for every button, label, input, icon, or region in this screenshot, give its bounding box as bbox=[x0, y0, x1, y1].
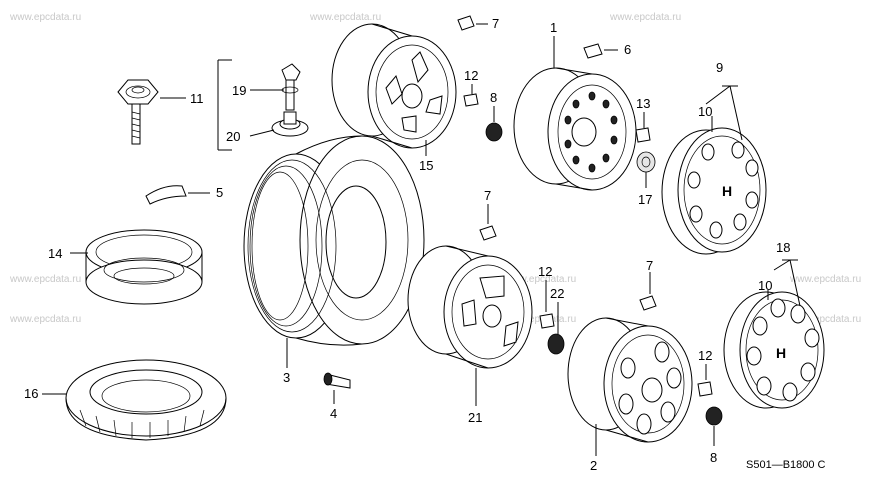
watermark-text: www.epcdata.ru bbox=[789, 314, 861, 325]
callout-7b: 7 bbox=[484, 188, 491, 203]
callout-8b: 8 bbox=[710, 450, 717, 465]
callout-21: 21 bbox=[468, 410, 482, 425]
wheel-nut-part bbox=[117, 79, 186, 145]
alloy-wheel-15-part bbox=[331, 23, 457, 156]
center-cap-8a-part bbox=[485, 106, 503, 142]
callout-7c: 7 bbox=[646, 258, 653, 273]
valve-part bbox=[323, 372, 351, 404]
callout-10b: 10 bbox=[758, 278, 772, 293]
watermark-text: www.epcdata.ru bbox=[309, 12, 381, 23]
spare-tire-part bbox=[42, 359, 227, 441]
nut-13-part bbox=[635, 112, 651, 143]
clip-7c-part bbox=[639, 272, 657, 311]
nut-12c-part bbox=[697, 364, 713, 397]
watermark-text: www.epcdata.ru bbox=[9, 274, 81, 285]
valve-assembly-part bbox=[217, 59, 309, 151]
center-cap-17-part bbox=[636, 151, 656, 188]
callout-4: 4 bbox=[330, 406, 337, 421]
wheel-cover-18-part: H bbox=[723, 259, 825, 409]
callout-14: 14 bbox=[48, 246, 62, 261]
callout-12c: 12 bbox=[698, 348, 712, 363]
watermark-text: www.epcdata.ru bbox=[9, 12, 81, 23]
watermark-text: www.epcdata.ru bbox=[504, 274, 576, 285]
wheel-cover-9-part: H bbox=[661, 85, 767, 255]
callout-5: 5 bbox=[216, 185, 223, 200]
alloy-wheel-2-part bbox=[567, 317, 693, 456]
callout-11: 11 bbox=[190, 91, 204, 106]
tire-part bbox=[243, 135, 425, 368]
callout-19: 19 bbox=[232, 83, 246, 98]
brand-emblem-icon: H bbox=[776, 345, 786, 361]
callout-17: 17 bbox=[638, 192, 652, 207]
balance-weight-part bbox=[145, 185, 210, 205]
nut-12b-part bbox=[539, 280, 555, 329]
watermark-text: www.epcdata.ru bbox=[609, 12, 681, 23]
steel-wheel-1-part bbox=[513, 36, 637, 191]
callout-12b: 12 bbox=[538, 264, 552, 279]
center-cap-22-part bbox=[547, 302, 565, 355]
spare-rim-part bbox=[70, 229, 203, 305]
center-cap-8b-part bbox=[705, 406, 723, 446]
callout-20: 20 bbox=[226, 129, 240, 144]
callout-labels: 1 2 3 4 5 6 7 7 7 8 8 9 10 10 11 12 12 1… bbox=[24, 16, 790, 473]
nut-12a-part bbox=[463, 84, 479, 107]
callout-18: 18 bbox=[776, 240, 790, 255]
callout-22: 22 bbox=[550, 286, 564, 301]
brand-emblem-icon: H bbox=[722, 183, 732, 199]
watermark-text: www.epcdata.ru bbox=[9, 314, 81, 325]
watermark-text: www.epcdata.ru bbox=[789, 274, 861, 285]
callout-8a: 8 bbox=[490, 90, 497, 105]
callout-6: 6 bbox=[624, 42, 631, 57]
clip-7b-part bbox=[479, 204, 497, 241]
callout-7a: 7 bbox=[492, 16, 499, 31]
callout-15: 15 bbox=[419, 158, 433, 173]
callout-12a: 12 bbox=[464, 68, 478, 83]
callout-10a: 10 bbox=[698, 104, 712, 119]
clip-6-part bbox=[583, 43, 618, 59]
callout-2: 2 bbox=[590, 458, 597, 473]
alloy-wheel-21-part bbox=[407, 245, 533, 406]
drawing-code: S501—B1800 C bbox=[746, 459, 826, 471]
callout-9: 9 bbox=[716, 60, 723, 75]
clip-7a-part bbox=[457, 15, 488, 31]
callout-16: 16 bbox=[24, 386, 38, 401]
callout-3: 3 bbox=[283, 370, 290, 385]
callout-13: 13 bbox=[636, 96, 650, 111]
callout-1: 1 bbox=[550, 20, 557, 35]
